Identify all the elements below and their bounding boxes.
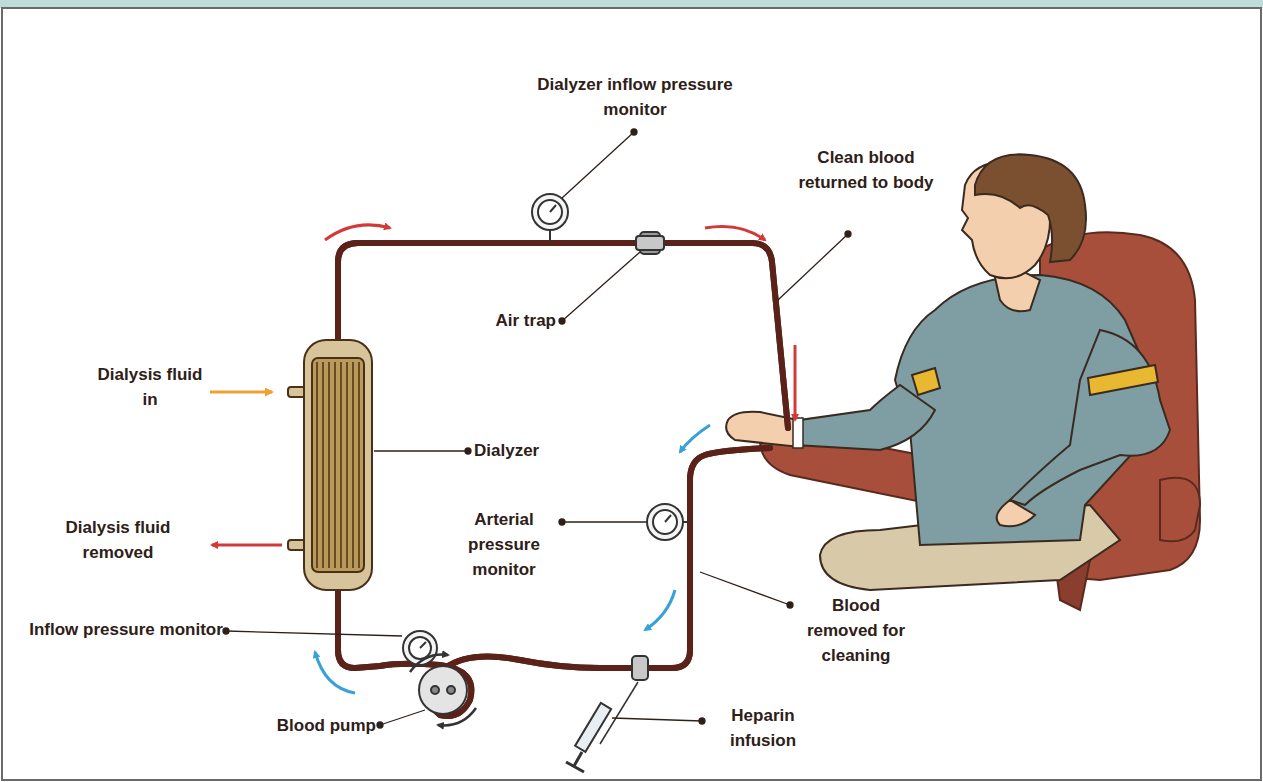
callout-label: Dialyzer inflow pressure monitor	[530, 72, 740, 122]
callout-label: Air trap	[460, 308, 556, 333]
callout-label: Blood pump	[236, 713, 376, 738]
callout-label: Dialyzer	[474, 438, 574, 463]
fiber-stroke	[358, 362, 360, 568]
fiber-stroke	[346, 362, 348, 568]
fiber-stroke	[322, 362, 324, 568]
callout-label: Arterial pressure monitor	[450, 507, 558, 582]
fiber-stroke	[352, 362, 354, 568]
fiber-stroke	[334, 362, 336, 568]
flow-label: Blood removed for cleaning	[795, 593, 917, 668]
fiber-stroke	[340, 362, 342, 568]
callout-label: Inflow pressure monitor	[28, 617, 224, 642]
flow-label: Dialysis fluid removed	[48, 515, 188, 565]
callout-label: Heparin infusion	[706, 703, 820, 753]
flow-label: Dialysis fluid in	[90, 362, 210, 412]
fiber-stroke	[316, 362, 318, 568]
fiber-stroke	[328, 362, 330, 568]
callout-label: Clean blood returned to body	[796, 145, 936, 195]
